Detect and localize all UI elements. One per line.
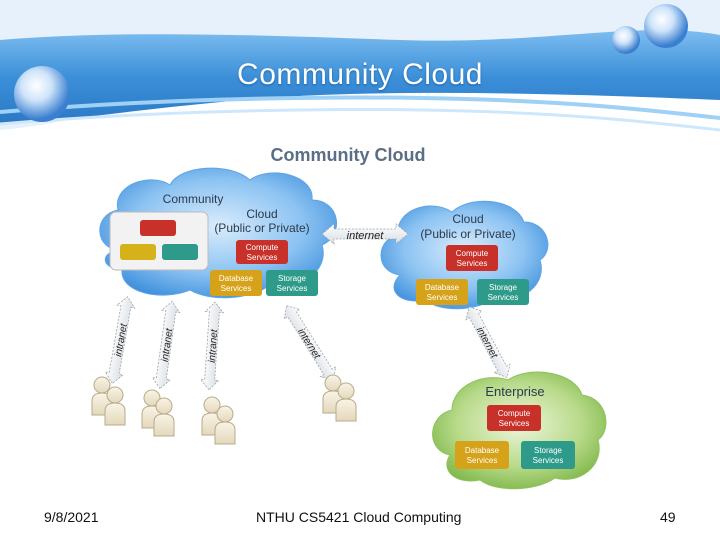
right-compute-services: [446, 245, 498, 271]
community-compute-services: [236, 240, 288, 264]
intranet-label-3: intranet: [207, 328, 220, 363]
user-icon: [104, 386, 126, 426]
enterprise-label: Enterprise: [485, 384, 544, 399]
enterprise-storage-label-1: Storage: [534, 446, 563, 455]
user-icon: [201, 396, 223, 436]
community-compute-label-2: Services: [247, 253, 278, 262]
slide-title: Community Cloud: [237, 58, 483, 91]
community-compute-label-1: Compute: [246, 243, 279, 252]
community-cloud: Community Cloud (Public or Private) Comp…: [99, 167, 337, 299]
user-group-1: [91, 376, 126, 426]
user-icon: [153, 397, 175, 437]
internet-arrow-horizontal: internet: [321, 223, 409, 245]
enterprise-cloud: Enterprise Compute Services Database Ser…: [432, 371, 607, 490]
internet-arrow-right: internet: [465, 306, 511, 378]
right-storage-services: [477, 279, 529, 305]
right-database-services: [416, 279, 468, 305]
intranet-label-2: intranet: [160, 327, 176, 363]
internet-label-right: internet: [474, 325, 500, 361]
footer-date: 9/8/2021: [44, 509, 99, 525]
intranet-label-1: intranet: [113, 322, 130, 358]
footer-course: NTHU CS5421 Cloud Computing: [256, 509, 462, 525]
right-database-label-1: Database: [425, 283, 460, 292]
community-database-label-2: Services: [221, 284, 252, 293]
community-cloud-label: Community: [163, 192, 224, 206]
right-storage-label-1: Storage: [489, 283, 518, 292]
enterprise-storage-label-2: Services: [533, 456, 564, 465]
enterprise-compute-label-1: Compute: [498, 409, 531, 418]
user-icon: [214, 405, 236, 445]
org-block-red: [140, 220, 176, 236]
community-database-services: [210, 270, 262, 296]
user-group-2: [141, 389, 175, 437]
community-database-label-1: Database: [219, 274, 254, 283]
intranet-arrow-2: intranet: [151, 300, 181, 390]
enterprise-database-services: [455, 441, 509, 469]
diagram-heading: Community Cloud: [271, 145, 426, 165]
enterprise-storage-services: [521, 441, 575, 469]
user-icon: [141, 389, 163, 429]
community-cloud-label-2: Cloud: [246, 207, 277, 221]
internet-arrow-left: internet: [283, 305, 337, 381]
community-storage-label-1: Storage: [278, 274, 307, 283]
right-compute-label-1: Compute: [456, 249, 489, 258]
footer-page-number: 49: [660, 509, 676, 525]
title-banner: [0, 0, 720, 132]
right-cloud-label-2: (Public or Private): [420, 227, 515, 241]
enterprise-database-label-1: Database: [465, 446, 500, 455]
right-storage-label-2: Services: [488, 293, 519, 302]
internet-label-left: internet: [295, 327, 323, 362]
community-cloud-label-3: (Public or Private): [214, 221, 309, 235]
public-private-cloud: Cloud (Public or Private) Compute Servic…: [380, 200, 549, 310]
enterprise-database-label-2: Services: [467, 456, 498, 465]
right-cloud-label-1: Cloud: [452, 212, 483, 226]
decorative-orb-small: [612, 26, 640, 54]
enterprise-compute-services: [487, 405, 541, 431]
user-group-3: [201, 396, 236, 445]
user-icon: [335, 382, 357, 422]
enterprise-compute-label-2: Services: [499, 419, 530, 428]
user-group-4: [322, 374, 357, 422]
right-database-label-2: Services: [427, 293, 458, 302]
right-compute-label-2: Services: [457, 259, 488, 268]
decorative-orb-left: [14, 66, 70, 122]
internet-label-top: internet: [347, 230, 385, 242]
org-block-yellow: [120, 244, 156, 260]
decorative-orb-right: [644, 4, 688, 48]
community-storage-services: [266, 270, 318, 296]
org-block-teal: [162, 244, 198, 260]
intranet-arrow-1: intranet: [104, 296, 136, 384]
intranet-arrow-3: intranet: [199, 301, 225, 391]
community-storage-label-2: Services: [277, 284, 308, 293]
